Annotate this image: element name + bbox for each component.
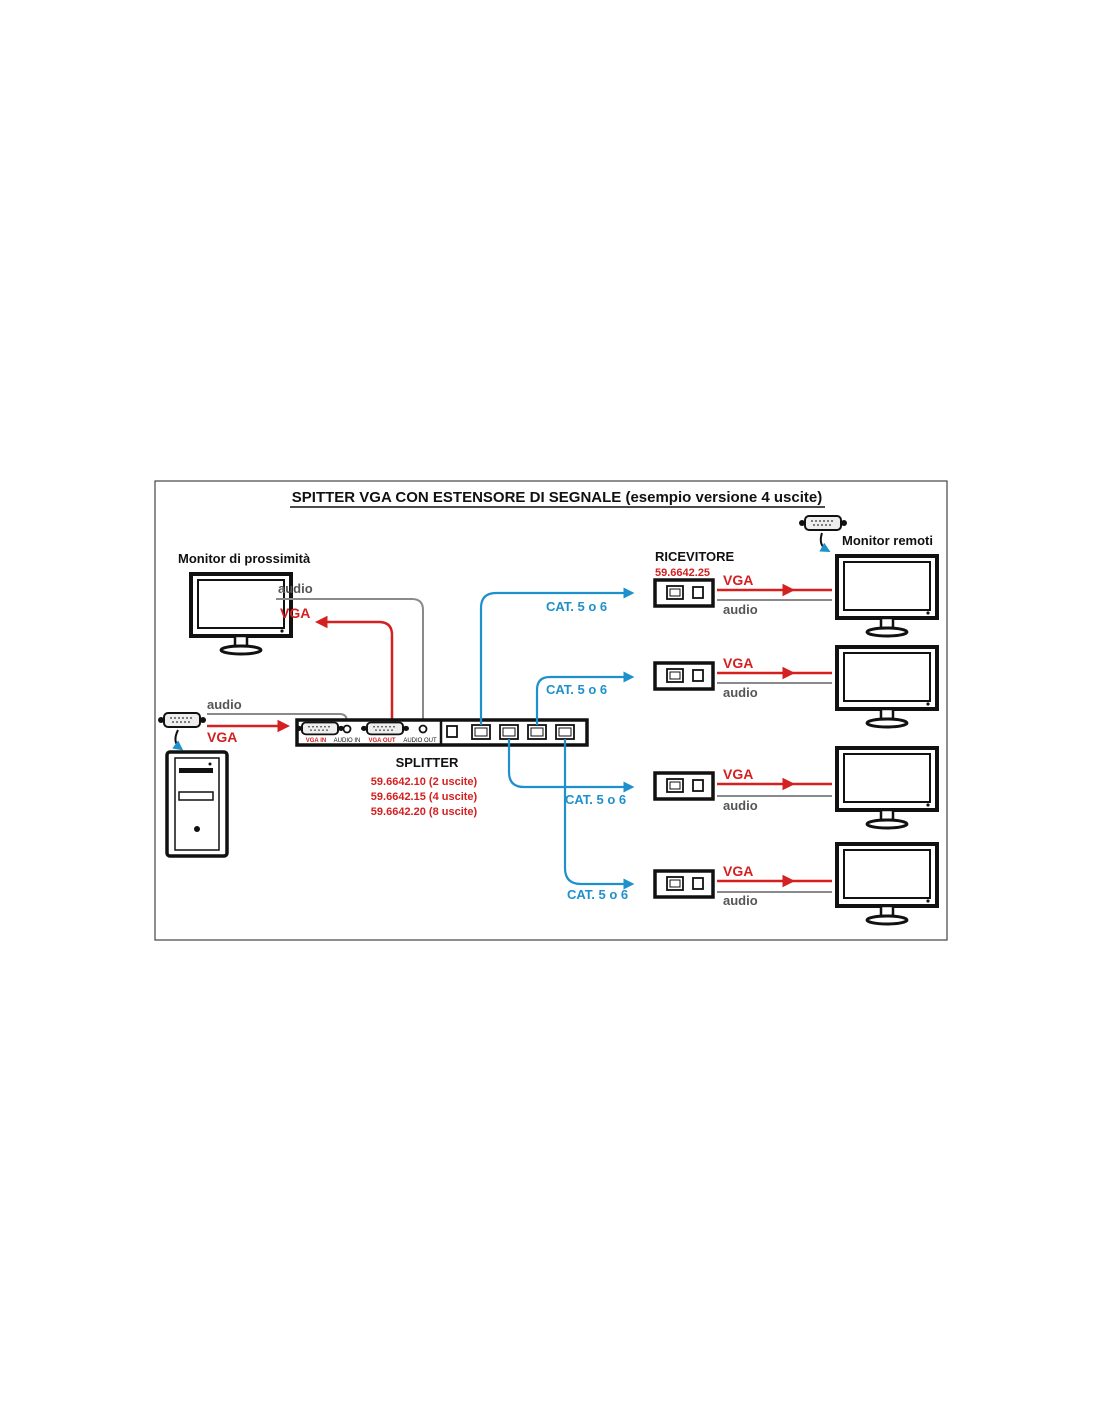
- receiver-1-icon: [653, 578, 715, 608]
- receiver-4-icon: [653, 869, 715, 899]
- splitter-model-2: 59.6642.15 (4 uscite): [371, 791, 478, 803]
- pc-vga-connector-icon: [157, 712, 207, 728]
- remote-output-4: VGA audio: [717, 863, 832, 908]
- remote-audio-label-4: audio: [723, 893, 758, 908]
- vga-cable-local-monitor: [315, 615, 394, 728]
- cat-cable-1: [479, 587, 635, 725]
- audio-cable-local-monitor: [276, 598, 424, 728]
- cat-cable-3: [507, 739, 635, 793]
- remote-vga-label-1: VGA: [723, 572, 753, 588]
- audio-in-jack-icon: [342, 724, 352, 734]
- vga-in-port-label: VGA IN: [306, 738, 326, 744]
- cat-cable-4: [563, 739, 635, 890]
- splitter-name: SPLITTER: [396, 755, 459, 770]
- remote-vga-connector-icon: [798, 515, 848, 531]
- pc-audio-label: audio: [207, 697, 242, 712]
- rj45-port-4-icon: [555, 724, 575, 740]
- remote-vga-label-4: VGA: [723, 863, 753, 879]
- vga-out-port-icon: [360, 721, 410, 736]
- cat-label-4: CAT. 5 o 6: [567, 887, 628, 902]
- audio-out-port-label: AUDIO OUT: [403, 738, 437, 744]
- local-monitor-vga-label: VGA: [280, 605, 310, 621]
- remote-connector-arrow-icon: [819, 532, 831, 552]
- remote-output-2: VGA audio: [717, 655, 832, 700]
- receiver-model: 59.6642.25: [655, 567, 710, 579]
- rj45-port-1-icon: [471, 724, 491, 740]
- receiver-name: RICEVITORE: [655, 549, 735, 564]
- cat-cable-2: [535, 671, 635, 725]
- pc-vga-label: VGA: [207, 729, 237, 745]
- audio-out-jack-icon: [418, 724, 428, 734]
- local-monitor-audio-label: audio: [278, 581, 313, 596]
- rj45-port-3-icon: [527, 724, 547, 740]
- cat-label-3: CAT. 5 o 6: [565, 792, 626, 807]
- vga-out-port-label: VGA OUT: [368, 738, 395, 744]
- cat-label-1: CAT. 5 o 6: [546, 599, 607, 614]
- receiver-2-icon: [653, 661, 715, 691]
- remote-audio-label-3: audio: [723, 798, 758, 813]
- pc-connector-arrow-icon: [172, 729, 184, 751]
- local-monitor-label: Monitor di prossimità: [178, 551, 311, 566]
- diagram-frame: [154, 480, 948, 941]
- splitter-model-3: 59.6642.20 (8 uscite): [371, 806, 478, 818]
- audio-in-port-label: AUDIO IN: [334, 738, 361, 744]
- splitter-power-icon: [446, 725, 458, 738]
- remote-output-1: VGA audio: [717, 572, 832, 617]
- remote-monitors-label: Monitor remoti: [842, 533, 933, 548]
- remote-output-3: VGA audio: [717, 766, 832, 813]
- remote-audio-label-1: audio: [723, 602, 758, 617]
- cat-label-2: CAT. 5 o 6: [546, 682, 607, 697]
- splitter-model-1: 59.6642.10 (2 uscite): [371, 776, 478, 788]
- remote-vga-label-2: VGA: [723, 655, 753, 671]
- remote-audio-label-2: audio: [723, 685, 758, 700]
- diagram-title: SPITTER VGA CON ESTENSORE DI SEGNALE (es…: [292, 489, 822, 506]
- vga-in-port-icon: [295, 721, 345, 736]
- rj45-port-2-icon: [499, 724, 519, 740]
- remote-vga-label-3: VGA: [723, 766, 753, 782]
- receiver-3-icon: [653, 771, 715, 801]
